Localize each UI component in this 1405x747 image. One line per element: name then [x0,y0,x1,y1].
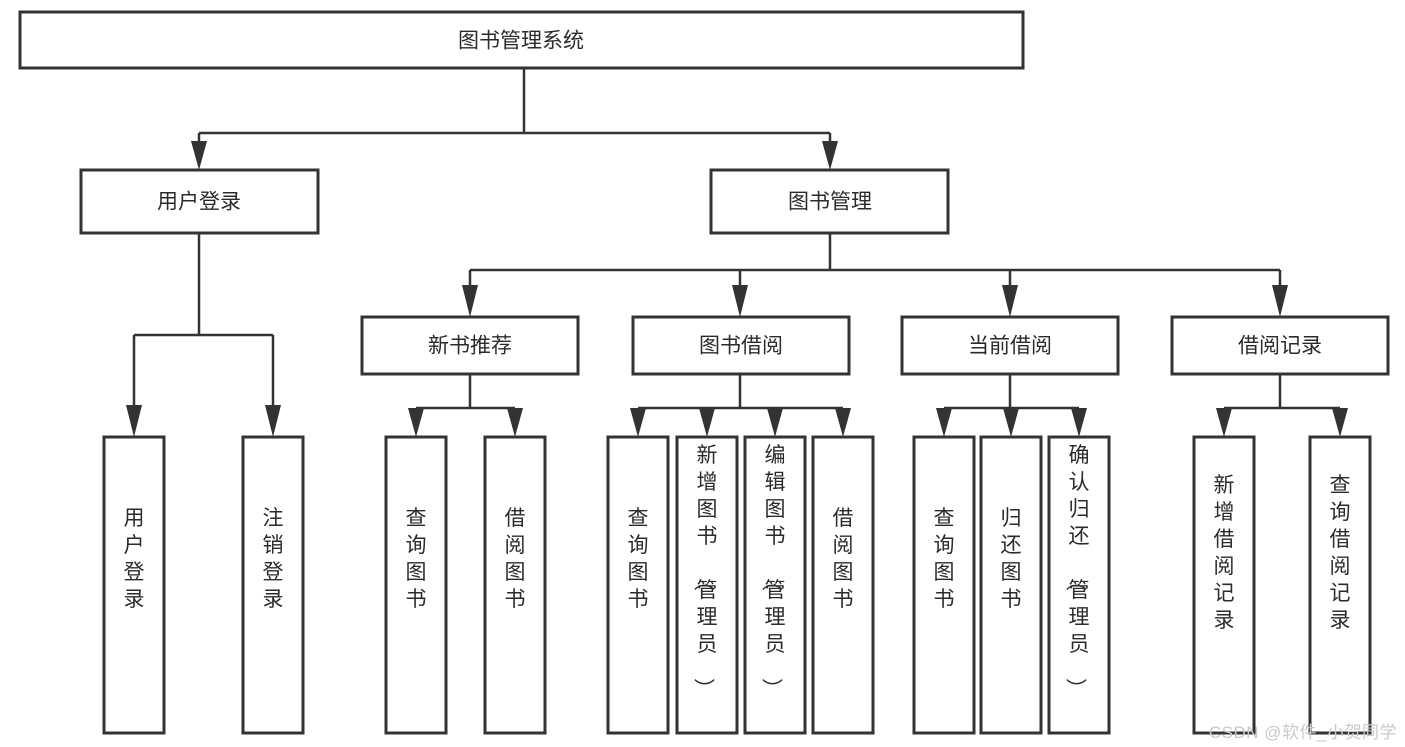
csdn-watermark: CSDN @软件_小贺同学 [1208,723,1397,742]
edge-group-new-book-recommend-to-leaves [408,374,523,437]
arrowhead-cb-leaf-2 [1003,408,1019,437]
leaf-query-book-1-box[interactable] [384,435,448,735]
node-current-borrow[interactable]: 当前借阅 [900,315,1120,376]
leaf-add-record-box[interactable] [1192,435,1256,735]
leaf-return-book[interactable]: 归还图书 [979,435,1043,735]
leaf-query-book-2-box[interactable] [606,435,670,735]
node-borrow-record[interactable]: 借阅记录 [1170,315,1390,376]
arrowhead-nbr-leaf-1 [408,408,424,437]
leaf-user-login-label: 用户登录 [124,507,145,611]
book-borrow-box[interactable] [631,315,851,376]
node-root-system[interactable]: 图书管理系统 [18,10,1025,70]
arrowhead-new-book-recommend [462,285,478,317]
leaf-add-book-box[interactable] [675,435,739,735]
user-login-label: 用户登录 [157,191,241,214]
book-manage-box[interactable] [709,168,950,235]
leaf-edit-book-box[interactable] [743,435,807,735]
leaf-borrow-book-2-label: 借阅图书 [833,507,854,611]
leaf-query-book-1[interactable]: 查询图书 [384,435,448,735]
leaf-confirm-return-box[interactable] [1047,435,1111,735]
borrow-record-box[interactable] [1170,315,1390,376]
leaf-confirm-return[interactable]: 确认归还（管理员） [1047,435,1111,735]
book-borrow-label: 图书借阅 [699,335,783,358]
arrowhead-bb-leaf-1 [630,408,646,437]
node-new-book-recommend[interactable]: 新书推荐 [360,315,580,376]
user-login-box[interactable] [79,168,320,235]
leaf-logout-label: 注销登录 [263,507,284,611]
arrowhead-user-login [191,141,207,170]
edge-group-book-borrow-to-leaves [630,374,851,437]
arrowhead-br-leaf-1 [1216,408,1232,437]
book-manage-label: 图书管理 [788,191,872,214]
leaf-borrow-book-2-box[interactable] [811,435,875,735]
arrowhead-leaf-logout [265,405,281,437]
edge-group-current-borrow-to-leaves [936,374,1087,437]
leaf-logout[interactable]: 注销登录 [241,435,305,735]
leaf-user-login[interactable]: 用户登录 [102,435,166,735]
leaf-query-record-label: 查询借阅记录 [1330,474,1351,632]
leaf-query-book-2[interactable]: 查询图书 [606,435,670,735]
node-book-borrow[interactable]: 图书借阅 [631,315,851,376]
arrowhead-cb-leaf-3 [1071,408,1087,437]
leaf-add-record[interactable]: 新增借阅记录 [1192,435,1256,735]
leaf-query-book-1-label: 查询图书 [406,507,427,611]
leaf-query-record-box[interactable] [1308,435,1372,735]
leaf-query-book-3-box[interactable] [912,435,976,735]
arrowhead-current-borrow [1002,285,1018,317]
arrowhead-cb-leaf-1 [936,408,952,437]
leaf-logout-box[interactable] [241,435,305,735]
leaf-add-book[interactable]: 新增图书（管理员） [675,435,739,735]
arrowhead-leaf-user-login [126,405,142,437]
edge-group-borrow-record-to-leaves [1216,374,1348,437]
node-user-login[interactable]: 用户登录 [79,168,320,235]
arrowhead-borrow-record [1272,285,1288,317]
leaf-return-book-box[interactable] [979,435,1043,735]
arrowhead-nbr-leaf-2 [507,408,523,437]
current-borrow-label: 当前借阅 [968,335,1052,358]
leaf-borrow-book-2[interactable]: 借阅图书 [811,435,875,735]
leaf-borrow-book-1-box[interactable] [483,435,547,735]
arrowhead-br-leaf-2 [1332,408,1348,437]
leaf-edit-book-label: 编辑图书（管理员） [760,444,786,699]
leaf-user-login-box[interactable] [102,435,166,735]
root-label: 图书管理系统 [458,30,584,53]
leaf-borrow-book-1-label: 借阅图书 [505,507,526,611]
arrowhead-bb-leaf-4 [835,408,851,437]
current-borrow-box[interactable] [900,315,1120,376]
edge-group-root-to-level2 [191,68,838,170]
leaf-add-record-label: 新增借阅记录 [1214,474,1235,632]
leaf-confirm-return-label: 确认归还（管理员） [1064,444,1090,699]
arrowhead-book-borrow [732,285,748,317]
edge-group-user-login-to-leaves [126,233,281,437]
root-box[interactable] [18,10,1025,70]
new-book-recommend-box[interactable] [360,315,580,376]
leaf-query-book-3[interactable]: 查询图书 [912,435,976,735]
leaf-borrow-book-1[interactable]: 借阅图书 [483,435,547,735]
leaf-query-record[interactable]: 查询借阅记录 [1308,435,1372,735]
leaf-query-book-2-label: 查询图书 [628,507,649,611]
edge-group-book-manage-to-level3 [462,233,1288,317]
arrowhead-bb-leaf-3 [767,408,783,437]
borrow-record-label: 借阅记录 [1238,335,1322,358]
leaf-return-book-label: 归还图书 [1001,507,1022,611]
leaf-query-book-3-label: 查询图书 [934,507,955,611]
arrowhead-book-manage [822,141,838,170]
leaf-edit-book[interactable]: 编辑图书（管理员） [743,435,807,735]
new-book-recommend-label: 新书推荐 [428,335,512,358]
leaf-add-book-label: 新增图书（管理员） [692,444,718,699]
node-book-manage[interactable]: 图书管理 [709,168,950,235]
arrowhead-bb-leaf-2 [699,408,715,437]
